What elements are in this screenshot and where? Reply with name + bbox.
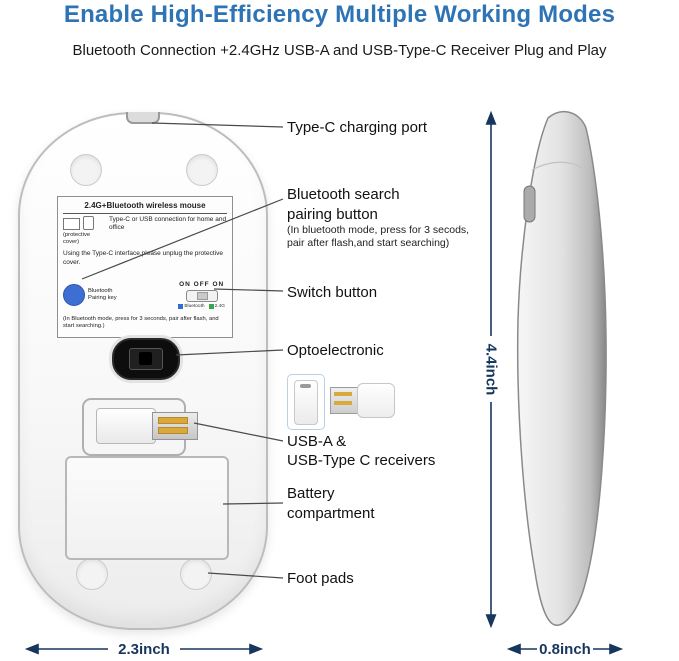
dimension-height: 4.4inch xyxy=(482,343,500,396)
page-title: Enable High-Efficiency Multiple Working … xyxy=(63,1,616,28)
foot-pad xyxy=(180,558,212,590)
callout-receivers-line1: USB-A & xyxy=(287,433,347,450)
page-subtitle: Bluetooth Connection +2.4GHz USB-A and U… xyxy=(72,42,607,59)
foot-pad xyxy=(186,154,218,186)
usb-plug-icon xyxy=(63,218,80,230)
type-c-receiver-graphic xyxy=(287,374,325,430)
callout-battery: Battery compartment xyxy=(287,485,375,523)
sticker-title: 2.4G+Bluetooth wireless mouse xyxy=(63,201,227,214)
rf-indicator-icon xyxy=(208,304,214,310)
mouse-side-view xyxy=(508,110,612,632)
arrow-left xyxy=(24,643,39,655)
sticker-connection-row: (protective cover) Type-C or USB connect… xyxy=(63,216,227,246)
usb-receiver-body xyxy=(96,408,156,444)
type-c-plug-icon xyxy=(83,216,94,230)
usb-a-receiver-graphic xyxy=(330,382,395,418)
usb-contact xyxy=(158,427,188,434)
arrow-right xyxy=(249,643,264,655)
protective-cover-label: (protective cover) xyxy=(63,232,91,246)
type-c-port xyxy=(126,112,160,124)
pairing-key-label: Bluetooth Pairing key xyxy=(88,288,117,302)
connector-icons: (protective cover) xyxy=(63,216,105,246)
usage-note: Using the Type-C interface,please unplug… xyxy=(63,250,223,266)
callout-optoelectronic: Optoelectronic xyxy=(287,342,384,359)
type-c-receiver-slot xyxy=(300,384,311,388)
arrow-left xyxy=(506,643,521,655)
foot-pad xyxy=(70,154,102,186)
bluetooth-indicator-label: Bluetooth xyxy=(184,303,205,309)
callout-bluetooth-button: Bluetooth search pairing button xyxy=(287,186,400,224)
dimension-depth: 0.8inch xyxy=(539,641,591,658)
switch-knob xyxy=(196,291,208,300)
power-switch xyxy=(185,289,218,302)
optical-sensor xyxy=(112,338,180,380)
bluetooth-indicator-icon xyxy=(178,304,184,310)
battery-compartment xyxy=(65,456,229,560)
callout-bluetooth-button-note: (In bluetooth mode, press for 3 secods, … xyxy=(287,224,470,250)
usb-contact xyxy=(334,392,352,396)
sensor-lens xyxy=(139,352,152,365)
usb-contact xyxy=(334,401,352,405)
foot-pad xyxy=(76,558,108,590)
arrow-right xyxy=(609,643,624,655)
callout-receivers-line2: USB-Type C receivers xyxy=(287,452,436,469)
switch-positions-label: ON OFF ON xyxy=(179,280,225,288)
usb-receiver-plug xyxy=(152,412,198,440)
arrow-down xyxy=(485,614,497,629)
rf-indicator-label: 2.4G xyxy=(214,303,225,309)
usb-contact xyxy=(158,417,188,424)
callout-foot-pads: Foot pads xyxy=(287,570,354,587)
label-sticker: 2.4G+Bluetooth wireless mouse (protectiv… xyxy=(57,196,233,338)
mouse-bottom-view: 2.4G+Bluetooth wireless mouse (protectiv… xyxy=(18,112,268,630)
arrow-up xyxy=(485,110,497,125)
sticker-controls-row: Bluetooth Pairing key ON OFF ON Bluetoot… xyxy=(63,281,227,310)
bluetooth-pairing-button xyxy=(63,284,85,307)
side-body xyxy=(516,110,607,626)
mouse-side-view-drawing xyxy=(516,110,607,626)
callout-type-c-port: Type-C charging port xyxy=(287,119,428,136)
dimension-width: 2.3inch xyxy=(118,641,170,658)
top-seam xyxy=(531,161,583,171)
pairing-instructions: (In Bluetooth mode, press for 3 seconds,… xyxy=(63,315,219,330)
scroll-wheel xyxy=(523,185,536,223)
connection-note: Type-C or USB connection for home and of… xyxy=(109,216,227,232)
usb-a-receiver-body xyxy=(357,383,395,418)
callout-switch-button: Switch button xyxy=(287,284,378,301)
